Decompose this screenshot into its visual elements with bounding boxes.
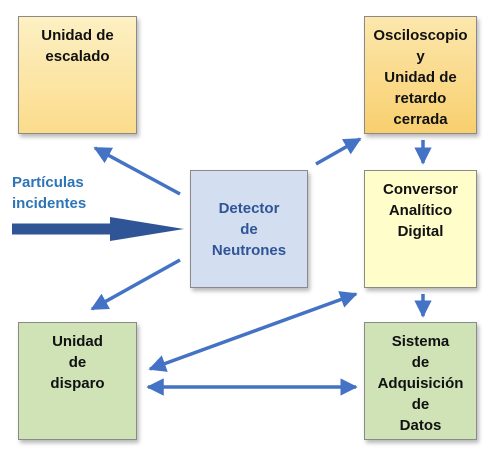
arrow-detector-to-scaling [93,146,181,196]
analog-digital-converter-box: Conversor Analítico Digital [364,170,477,288]
neutron-detector-box: Detector de Neutrones [190,170,308,288]
oscilloscope-delay-unit-box: Osciloscopio y Unidad de retardo cerrada [364,16,477,134]
arrow-detector-to-trigger [90,258,181,311]
arrow-detector-to-oscilloscope [315,137,362,166]
incident-particles-label: Partículas incidentes [12,174,87,212]
arrow-incident-head [110,217,184,241]
arrow-adc-trigger-bidirectional [148,291,358,372]
trigger-unit-box: Unidad de disparo [18,322,137,440]
data-acquisition-system-box: Sistema de Adquisición de Datos [364,322,477,440]
scaling-unit-box: Unidad de escalado [18,16,137,134]
